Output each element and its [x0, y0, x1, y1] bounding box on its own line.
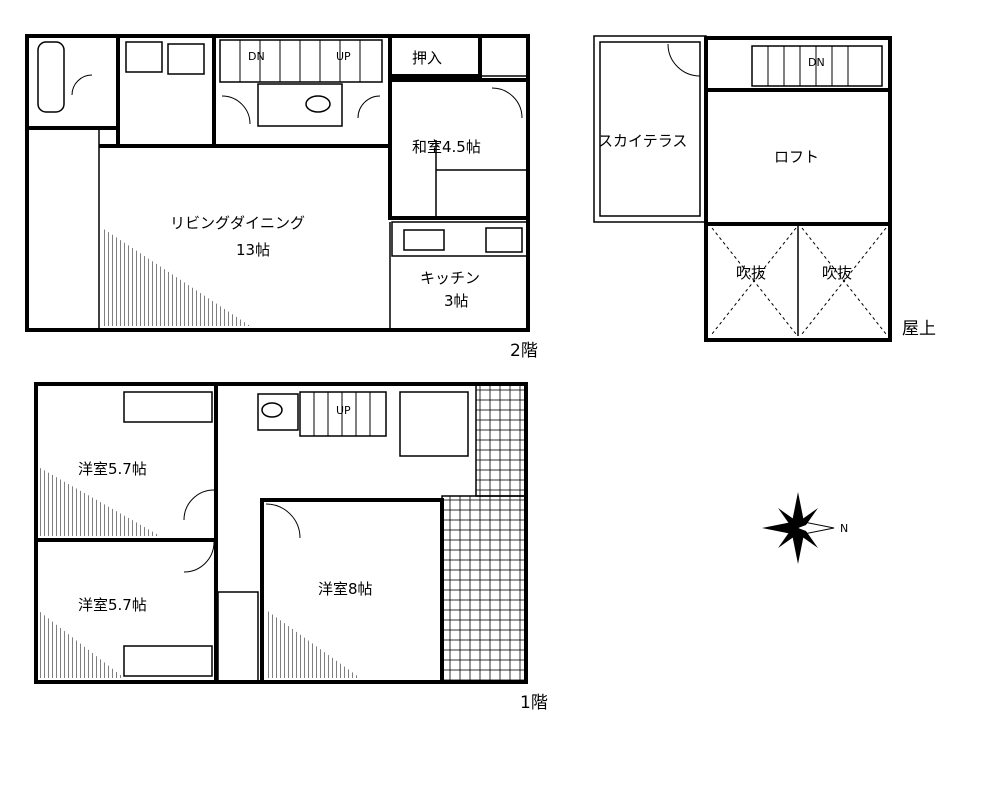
floor-hatch [102, 228, 250, 326]
washitsu-label: 和室4.5帖 [412, 138, 481, 156]
stair-treads [767, 46, 849, 86]
sky-terrace [593, 35, 707, 223]
stairs-2f [219, 39, 383, 83]
door-swing [265, 503, 301, 539]
loft-label: ロフト [774, 148, 819, 166]
rooftop-plan: スカイテラス DN ロフト 吹抜 吹抜 屋上 [593, 35, 936, 342]
kitchen-counter [391, 221, 529, 257]
exterior-tile [441, 495, 527, 683]
void-cross [711, 227, 797, 335]
storage-1f [217, 591, 259, 683]
living-label-2: 13帖 [236, 241, 270, 259]
door-swing [221, 95, 251, 125]
oshiire-label: 押入 [412, 49, 442, 67]
stair-treads [313, 392, 371, 436]
door-swing [183, 541, 215, 573]
floor1-plan: 洋室5.7帖 洋室5.7帖 UP 洋室8帖 1階 [34, 382, 548, 713]
void-right-label: 吹抜 [822, 264, 852, 282]
bath-door-swing [71, 74, 93, 96]
floor-hatch [40, 612, 124, 678]
western-main-label: 洋室8帖 [318, 580, 373, 598]
stairs-up-label: UP [336, 50, 351, 63]
toilet-icon [305, 95, 331, 113]
sky-terrace-label: スカイテラス [598, 132, 687, 150]
void-left-label: 吹抜 [736, 264, 766, 282]
closet-small [479, 35, 529, 77]
bathroom [25, 34, 120, 130]
rooftop-stairs [751, 45, 883, 87]
sky-terrace-inner [599, 41, 701, 217]
balcony-strip [26, 127, 100, 331]
washitsu [388, 78, 530, 220]
washing-machine-icon [125, 41, 163, 73]
stove-icon [485, 227, 523, 253]
door-swing [667, 43, 701, 77]
rooftop-dn-label: DN [808, 56, 825, 69]
closet-upper [123, 391, 213, 423]
floor-hatch [266, 610, 360, 678]
entrance-tile [399, 391, 469, 457]
floor2-level-label: 2階 [510, 341, 538, 361]
loft-outer-wall [704, 36, 892, 342]
toilet-room [257, 83, 343, 127]
door-swing [357, 95, 381, 119]
kitchen-label-1: キッチン [420, 269, 480, 287]
floor2-plan: DN UP 押入 和室4.5帖 キッチン 3帖 リビングダイニング 13帖 2階 [25, 34, 538, 361]
rooftop-level-label: 屋上 [902, 319, 936, 339]
western-main-room [260, 498, 444, 684]
floor-hatch [40, 468, 160, 536]
floor1-level-label: 1階 [520, 693, 548, 713]
stair-treads [239, 40, 361, 82]
kitchen-label-2: 3帖 [444, 292, 469, 310]
door-swing [491, 87, 523, 119]
western-lower-label: 洋室5.7帖 [78, 596, 147, 614]
stairs-1f [299, 391, 387, 437]
compass-icon: N [762, 492, 848, 564]
washroom [116, 34, 216, 148]
western-upper-label: 洋室5.7帖 [78, 460, 147, 478]
western-lower-room [34, 538, 218, 684]
exterior-tile [475, 383, 527, 497]
living-label-1: リビングダイニング [170, 214, 305, 232]
compass-north-label: N [840, 522, 848, 535]
void-cross [801, 227, 887, 335]
toilet-1f [257, 393, 299, 431]
sink-icon [167, 43, 205, 75]
bathtub-icon [37, 41, 65, 113]
door-swing [183, 489, 215, 521]
kitchen-sink-icon [403, 229, 445, 251]
stairs-1f-up-label: UP [336, 404, 351, 417]
toilet-icon [261, 402, 283, 418]
closet-lower [123, 645, 213, 677]
stairs-dn-label: DN [248, 50, 265, 63]
